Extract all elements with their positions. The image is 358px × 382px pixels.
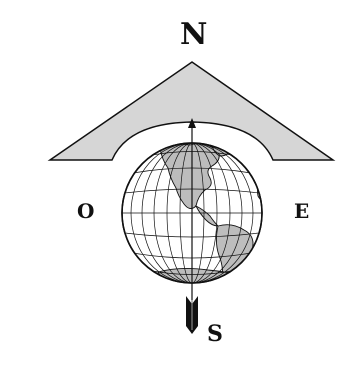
north-label: N <box>180 17 207 52</box>
south-label: S <box>207 321 223 347</box>
globe-icon <box>122 141 269 292</box>
east-label: E <box>294 199 309 223</box>
west-label: O <box>77 199 94 223</box>
